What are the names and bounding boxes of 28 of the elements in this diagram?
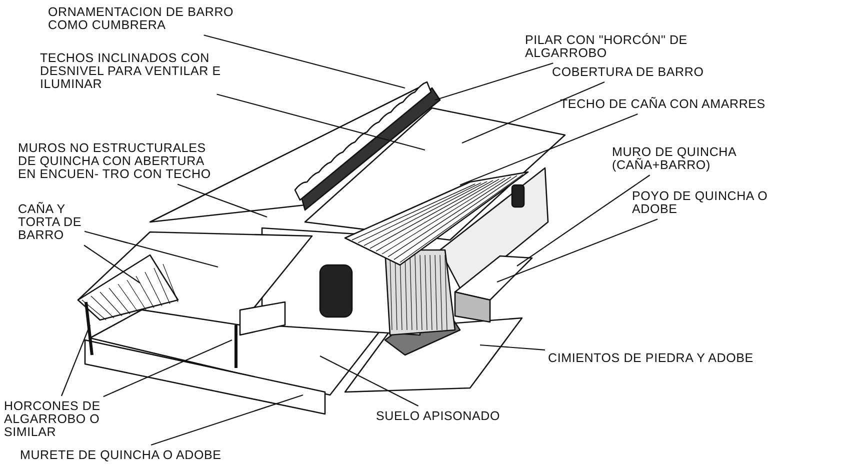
callout-label: HORCONES DE ALGARROBO O SIMILAR (4, 400, 139, 440)
callout-label: SUELO APISONADO (376, 410, 536, 424)
callout-label: ORNAMENTACION DE BARRO COMO CUMBRERA (48, 6, 263, 32)
leader-line (150, 394, 304, 446)
callout-label: CIMIENTOS DE PIEDRA Y ADOBE (548, 352, 818, 366)
leader-line (177, 184, 268, 218)
leader-line (496, 218, 658, 283)
leader-line (103, 340, 232, 398)
leader-line (460, 113, 638, 186)
leader-line (462, 82, 605, 144)
callout-label: CAÑA Y TORTA DE BARRO (18, 203, 90, 242)
leader-line (516, 174, 650, 266)
callout-label: PILAR CON "HORCÓN" DE ALGARROBO (525, 34, 705, 60)
callout-label: COBERTURA DE BARRO (552, 66, 752, 80)
callout-label: POYO DE QUINCHA O ADOBE (632, 190, 802, 216)
leader-line (60, 324, 91, 396)
leader-line (204, 34, 406, 89)
leader-line (480, 344, 546, 350)
callout-label: MUROS NO ESTRUCTURALES DE QUINCHA CON ABERTURA EN ENCUEN- TRO CON TECHO (18, 142, 213, 182)
leader-line (84, 230, 218, 268)
callout-label: TECHOS INCLINADOS CON DESNIVEL PARA VENTILAR E ILUMINAR (40, 52, 245, 92)
leader-line (434, 62, 554, 101)
leader-line (216, 94, 426, 151)
callout-label: MURO DE QUINCHA (CAÑA+BARRO) (612, 146, 777, 172)
leader-line (84, 244, 140, 284)
leader-line (320, 356, 419, 406)
callout-label: MURETE DE QUINCHA O ADOBE (20, 449, 295, 462)
callout-label: TECHO DE CAÑA CON AMARRES (560, 98, 820, 112)
